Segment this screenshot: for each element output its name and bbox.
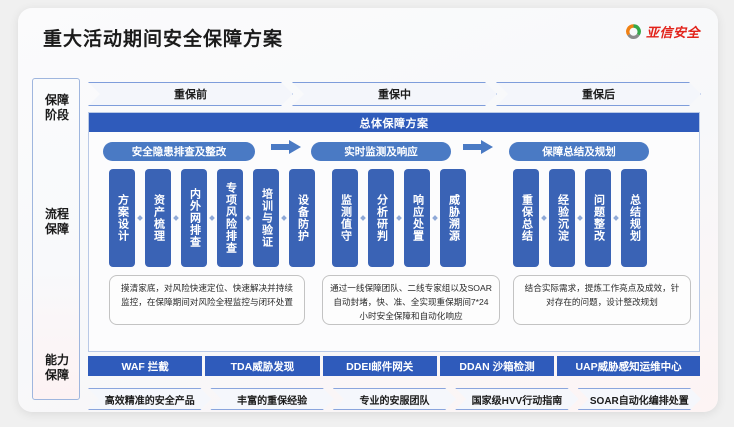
description-box-during: 通过一线保障团队、二线专家组以及SOAR自动封堵，快、准、全实现重保期间7*24… xyxy=(322,275,500,325)
foundation-item-soar[interactable]: SOAR自动化编排处置 xyxy=(578,388,701,410)
card-separator-icon xyxy=(279,169,289,267)
process-card[interactable]: 总结规划 xyxy=(621,169,647,267)
capability-item-ddan[interactable]: DDAN 沙箱检测 xyxy=(439,356,555,376)
brand-logo: 亚信安全 xyxy=(625,22,700,41)
rail-label-phase-line1: 保障 xyxy=(44,93,69,107)
foundation-row: 高效精准的安全产品 丰富的重保经验 专业的安服团队 国家级HVV行动指南 SOA… xyxy=(88,388,700,410)
card-separator-icon xyxy=(430,169,440,267)
process-card[interactable]: 重保总结 xyxy=(513,169,539,267)
capability-item-waf[interactable]: WAF 拦截 xyxy=(88,356,203,376)
process-card[interactable]: 问题整改 xyxy=(585,169,611,267)
capability-item-tda[interactable]: TDA威胁发现 xyxy=(205,356,320,376)
rail-label-capability-line2: 保障 xyxy=(44,368,69,382)
right-arrow-icon-0 xyxy=(271,140,301,154)
process-pill-2[interactable]: 保障总结及规划 xyxy=(509,141,649,161)
process-card[interactable]: 经验沉淀 xyxy=(549,169,575,267)
card-group-during: 监测值守 分析研判 响应处置 威胁溯源 xyxy=(332,169,466,267)
process-card[interactable]: 响应处置 xyxy=(404,169,430,267)
brand-name: 亚信安全 xyxy=(645,25,700,40)
foundation-item-team[interactable]: 专业的安服团队 xyxy=(333,388,456,410)
process-card[interactable]: 资产梳理 xyxy=(145,169,171,267)
rail-label-process-line1: 流程 xyxy=(44,207,69,221)
description-box-post: 结合实际需求，提炼工作亮点及成效，针对存在的问题，设计整改规划 xyxy=(513,275,691,325)
rail-label-capability-line1: 能力 xyxy=(44,353,69,367)
process-card[interactable]: 监测值守 xyxy=(332,169,358,267)
phase-chevron-row: 重保前 重保中 重保后 xyxy=(88,82,700,106)
card-group-pre: 方案设计 资产梳理 内外网排查 专项风险排查 培训与验证 设备防护 xyxy=(109,169,315,267)
process-card[interactable]: 内外网排查 xyxy=(181,169,207,267)
phase-chevron-1[interactable]: 重保中 xyxy=(292,82,497,106)
rail-label-phase-line2: 阶段 xyxy=(44,108,69,122)
process-panel: 总体保障方案 安全隐患排查及整改 实时监测及响应 保障总结及规划 方案设计 资产… xyxy=(88,112,700,352)
process-card[interactable]: 威胁溯源 xyxy=(440,169,466,267)
process-card[interactable]: 设备防护 xyxy=(289,169,315,267)
ring-logo-icon xyxy=(626,24,641,39)
capability-item-uap[interactable]: UAP威胁感知运维中心 xyxy=(557,356,700,376)
rail-label-process-line2: 保障 xyxy=(44,222,69,236)
right-arrow-icon-1 xyxy=(463,140,493,154)
card-separator-icon xyxy=(575,169,585,267)
process-card-groups: 方案设计 资产梳理 内外网排查 专项风险排查 培训与验证 设备防护 监测值守 分… xyxy=(89,169,699,269)
foundation-item-hvv[interactable]: 国家级HVV行动指南 xyxy=(455,388,578,410)
page-title: 重大活动期间安全保障方案 xyxy=(43,29,284,50)
card-group-post: 重保总结 经验沉淀 问题整改 总结规划 xyxy=(513,169,647,267)
slide-card: 重大活动期间安全保障方案 亚信安全 保障 阶段 流程 保障 能力 xyxy=(18,8,718,412)
card-separator-icon xyxy=(611,169,621,267)
card-separator-icon xyxy=(171,169,181,267)
card-separator-icon xyxy=(207,169,217,267)
capability-item-ddei[interactable]: DDEI邮件网关 xyxy=(322,356,437,376)
foundation-item-experience[interactable]: 丰富的重保经验 xyxy=(210,388,333,410)
process-card[interactable]: 分析研判 xyxy=(368,169,394,267)
card-separator-icon xyxy=(358,169,368,267)
process-panel-title: 总体保障方案 xyxy=(89,113,699,132)
phase-chevron-2[interactable]: 重保后 xyxy=(496,82,701,106)
card-separator-icon xyxy=(243,169,253,267)
foundation-item-products[interactable]: 高效精准的安全产品 xyxy=(88,388,211,410)
rail-label-capability: 能力 保障 xyxy=(33,353,81,383)
card-separator-icon xyxy=(539,169,549,267)
process-card[interactable]: 专项风险排查 xyxy=(217,169,243,267)
left-rail: 保障 阶段 流程 保障 能力 保障 xyxy=(32,78,80,400)
rail-label-phase: 保障 阶段 xyxy=(33,93,81,123)
card-separator-icon xyxy=(135,169,145,267)
phase-chevron-0[interactable]: 重保前 xyxy=(88,82,293,106)
slide-header: 重大活动期间安全保障方案 亚信安全 xyxy=(18,8,718,64)
process-pill-row: 安全隐患排查及整改 实时监测及响应 保障总结及规划 xyxy=(89,137,699,165)
description-row: 摸清家底，对风险快速定位、快速解决并持续监控，在保障期间对风险全程监控与闭环处置… xyxy=(89,275,699,327)
process-card[interactable]: 方案设计 xyxy=(109,169,135,267)
process-pill-1[interactable]: 实时监测及响应 xyxy=(311,141,451,161)
process-pill-0[interactable]: 安全隐患排查及整改 xyxy=(103,141,255,161)
card-separator-icon xyxy=(394,169,404,267)
description-box-pre: 摸清家底，对风险快速定位、快速解决并持续监控，在保障期间对风险全程监控与闭环处置 xyxy=(109,275,305,325)
rail-label-process: 流程 保障 xyxy=(33,207,81,237)
capability-row: WAF 拦截 TDA威胁发现 DDEI邮件网关 DDAN 沙箱检测 UAP威胁感… xyxy=(88,356,700,376)
process-card[interactable]: 培训与验证 xyxy=(253,169,279,267)
